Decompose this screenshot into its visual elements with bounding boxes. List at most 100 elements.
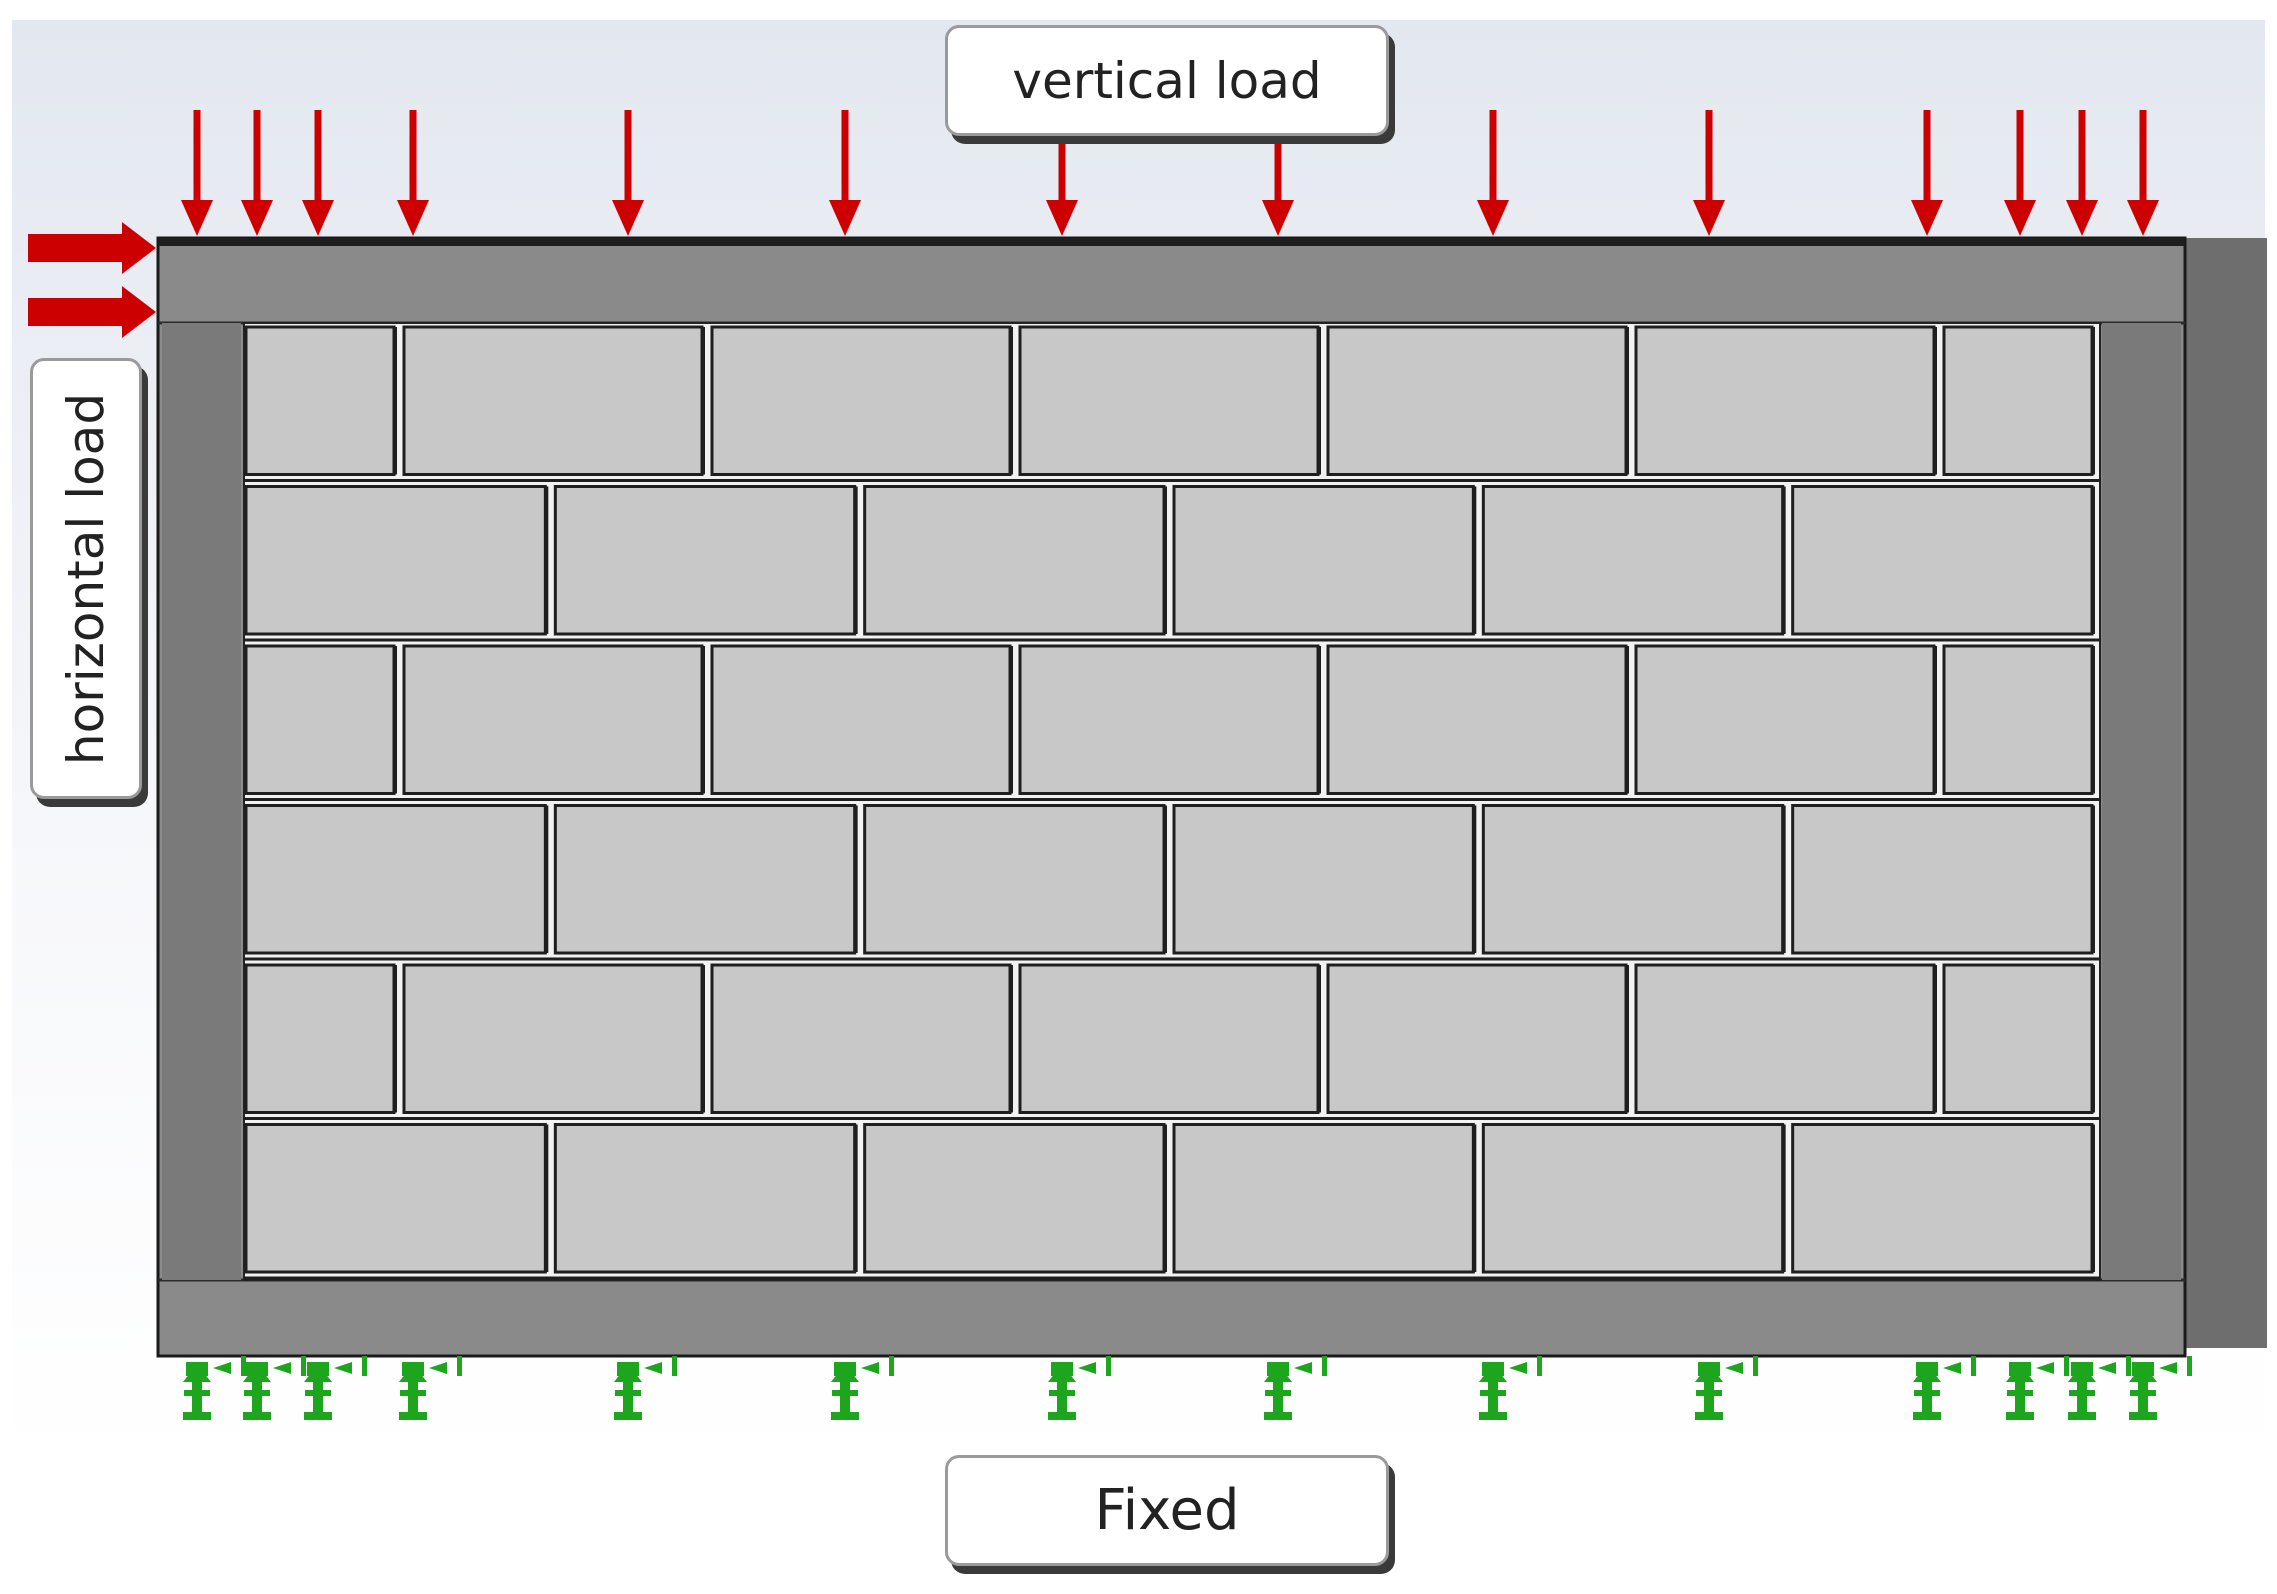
down-arrow-icon	[181, 110, 213, 236]
brick	[1481, 804, 1785, 955]
arrow-head	[1477, 200, 1509, 236]
down-arrow-icon	[2127, 110, 2159, 236]
support-foot	[614, 1412, 642, 1420]
brick	[863, 804, 1166, 955]
down-arrow-icon	[2066, 110, 2098, 236]
brick	[1481, 1123, 1785, 1274]
support-lateral-cone	[334, 1362, 352, 1374]
support-lateral-cone	[1725, 1362, 1743, 1374]
brick	[1634, 644, 1936, 795]
support-lateral-stem	[457, 1356, 462, 1376]
brick	[1172, 485, 1475, 636]
support-lateral-stem	[362, 1356, 367, 1376]
right-column	[2102, 323, 2181, 1280]
arrow-head	[612, 200, 644, 236]
arrow-head	[241, 200, 273, 236]
support-foot	[2129, 1412, 2157, 1420]
left-column	[162, 323, 241, 1280]
support-foot	[2068, 1412, 2096, 1420]
fixed-support-icon	[831, 1356, 894, 1420]
fixed-support-icon	[1048, 1356, 1111, 1420]
support-foot	[1479, 1412, 1507, 1420]
support-lateral-stem	[2064, 1356, 2069, 1376]
fixed-support-icon	[2006, 1356, 2069, 1420]
support-lateral-stem	[672, 1356, 677, 1376]
support-lateral-cone	[1943, 1362, 1961, 1374]
fixed-label: Fixed	[945, 1455, 1389, 1566]
brick	[553, 804, 857, 955]
brick	[1791, 804, 2094, 955]
brick	[1942, 963, 2094, 1114]
masonry-infill	[243, 322, 2101, 1281]
down-arrow-icon	[2004, 110, 2036, 236]
support-bar	[184, 1390, 210, 1396]
down-arrow-icon	[1477, 110, 1509, 236]
support-lateral-stem	[301, 1356, 306, 1376]
vertical-load-label: vertical load	[945, 25, 1389, 136]
support-lateral-stem	[1753, 1356, 1758, 1376]
fixed-support-icon	[183, 1356, 246, 1420]
down-arrow-icon	[1911, 110, 1943, 236]
support-foot	[831, 1412, 859, 1420]
support-bar	[832, 1390, 858, 1396]
support-stem	[2015, 1382, 2025, 1416]
fixed-support-icon	[1479, 1356, 1542, 1420]
arrow-shaft	[28, 298, 128, 326]
support-stem	[192, 1382, 202, 1416]
brick	[1326, 644, 1628, 795]
brick	[1018, 963, 1320, 1114]
support-foot	[243, 1412, 271, 1420]
support-lateral-cone	[644, 1362, 662, 1374]
support-cone	[2129, 1364, 2157, 1382]
support-lateral-cone	[1509, 1362, 1527, 1374]
brick	[863, 1123, 1166, 1274]
support-foot	[1913, 1412, 1941, 1420]
brick	[1326, 325, 1628, 476]
arrow-head	[302, 200, 334, 236]
arrow-head	[122, 222, 156, 274]
support-stem	[1704, 1382, 1714, 1416]
support-cone	[1048, 1364, 1076, 1382]
support-stem	[313, 1382, 323, 1416]
support-foot	[399, 1412, 427, 1420]
brick	[1326, 963, 1628, 1114]
brick	[1018, 644, 1320, 795]
support-bar	[1480, 1390, 1506, 1396]
down-arrow-icon	[1693, 110, 1725, 236]
support-bar	[244, 1390, 270, 1396]
support-foot	[183, 1412, 211, 1420]
horizontal-load-label: horizontal load	[30, 358, 142, 799]
brick	[244, 963, 396, 1114]
vertical-load-arrows	[181, 110, 2159, 236]
arrow-head	[1911, 200, 1943, 236]
arrow-head	[1046, 200, 1078, 236]
fixed-support-icon	[243, 1356, 306, 1420]
support-stem	[1488, 1382, 1498, 1416]
fixed-support-icon	[304, 1356, 367, 1420]
support-lateral-stem	[1537, 1356, 1542, 1376]
brick	[553, 1123, 857, 1274]
down-arrow-icon	[397, 110, 429, 236]
support-bar	[2069, 1390, 2095, 1396]
right-arrow-icon	[28, 222, 156, 274]
support-lateral-cone	[273, 1362, 291, 1374]
support-bar	[1049, 1390, 1075, 1396]
support-bar	[305, 1390, 331, 1396]
down-arrow-icon	[241, 110, 273, 236]
brick	[402, 644, 704, 795]
support-cone	[614, 1364, 642, 1382]
support-foot	[304, 1412, 332, 1420]
brick	[710, 325, 1012, 476]
fixed-support-icon	[399, 1356, 462, 1420]
support-lateral-cone	[1078, 1362, 1096, 1374]
support-bar	[1265, 1390, 1291, 1396]
arrow-head	[2004, 200, 2036, 236]
support-stem	[623, 1382, 633, 1416]
down-arrow-icon	[302, 110, 334, 236]
fixed-support-icon	[1695, 1356, 1758, 1420]
support-lateral-stem	[889, 1356, 894, 1376]
top-beam-edge	[158, 238, 2185, 246]
brick	[1018, 325, 1320, 476]
